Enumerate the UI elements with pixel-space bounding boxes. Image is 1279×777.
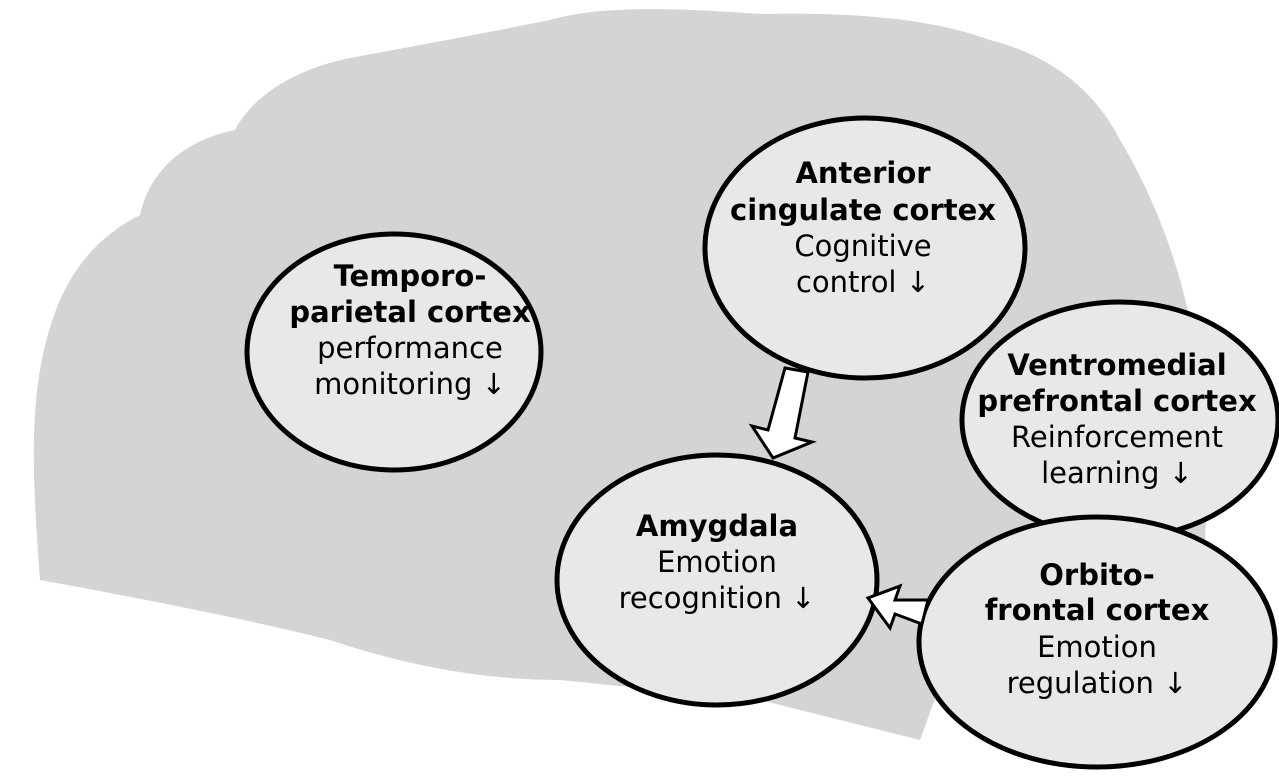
arrow-ofc-to-amygdala [865, 583, 930, 632]
node-amygdala: Amygdala Emotion recognition ↓ [554, 452, 880, 708]
node-anterior-cingulate-desc-2: control ↓ [796, 265, 930, 299]
node-temporoparietal-title-1: Temporo- [334, 259, 487, 293]
node-anterior-cingulate-title-1: Anterior [795, 156, 931, 190]
node-temporoparietal-desc-2: monitoring ↓ [314, 367, 506, 401]
node-temporoparietal-cortex: Temporo- parietal cortex performance mon… [244, 231, 544, 473]
node-temporoparietal-title-2: parietal cortex [289, 295, 531, 329]
node-orbitofrontal-cortex: Orbito- frontal cortex Emotion regulatio… [916, 514, 1278, 770]
node-anterior-cingulate-cortex: Anterior cingulate cortex Cognitive cont… [702, 115, 1028, 381]
node-amygdala-desc-2: recognition ↓ [619, 581, 816, 615]
node-anterior-cingulate-title-2: cingulate cortex [730, 193, 996, 227]
node-amygdala-title-1: Amygdala [636, 509, 798, 543]
node-orbitofrontal-desc-2: regulation ↓ [1007, 666, 1188, 700]
node-orbitofrontal-title-2: frontal cortex [985, 593, 1210, 627]
node-ventromedial-desc-2: learning ↓ [1041, 456, 1193, 490]
node-ventromedial-title-1: Ventromedial [1007, 348, 1226, 382]
node-orbitofrontal-desc-1: Emotion [1037, 630, 1157, 664]
node-anterior-cingulate-ellipse [702, 115, 1028, 381]
node-orbitofrontal-title-1: Orbito- [1039, 558, 1154, 592]
node-ventromedial-prefrontal-cortex: Ventromedial prefrontal cortex Reinforce… [959, 299, 1279, 541]
node-amygdala-desc-1: Emotion [657, 545, 777, 579]
node-orbitofrontal-ellipse [916, 514, 1278, 770]
arrow-acc-to-amygdala [748, 366, 817, 460]
node-temporoparietal-desc-1: performance [317, 331, 503, 365]
node-ventromedial-title-2: prefrontal cortex [977, 384, 1257, 418]
node-amygdala-ellipse [554, 452, 880, 708]
node-anterior-cingulate-desc-1: Cognitive [794, 229, 931, 263]
node-ventromedial-desc-1: Reinforcement [1011, 420, 1223, 454]
node-temporoparietal-ellipse [244, 231, 544, 473]
